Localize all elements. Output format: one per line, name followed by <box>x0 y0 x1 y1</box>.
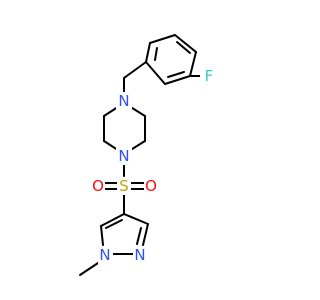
bond-aromatic-c6-c1 <box>145 61 166 85</box>
bond-pyrazole-inner-1 <box>105 219 123 229</box>
bond-pyrazole-n2-c3 <box>142 223 149 246</box>
sulfonyl-o-right-label-bg <box>144 177 158 195</box>
bond-aromatic-c2-c3 <box>149 34 176 44</box>
bond-ring-ch2 <box>123 61 147 79</box>
bond-aromatic-inner-1 <box>154 47 158 61</box>
bond-pyrazole-c5-n1 <box>100 225 104 246</box>
bond-aromatic-inner-3 <box>167 71 185 78</box>
bond-aromatic-c1-c2 <box>145 42 151 63</box>
pyrazole-n-imine-label-bg <box>133 246 148 264</box>
bond-aromatic-inner-2 <box>176 41 191 54</box>
fluorine-atom-label: F <box>205 67 214 85</box>
bond-pyrazole-c3-c4 <box>123 213 149 225</box>
sulfonyl-o-left-label-bg <box>91 177 105 195</box>
sulfur-label-bg <box>117 177 131 195</box>
piperazine-n-bottom-atom-label: N <box>118 147 129 165</box>
sulfur-atom-label: S <box>119 177 129 195</box>
bond-aromatic-c3-c4 <box>174 34 197 53</box>
bond-n-methyl <box>79 260 102 276</box>
pyrazole-n-methyl-label-bg <box>98 246 113 264</box>
pyrazole-n-imine-atom-label: N <box>134 246 145 264</box>
molecule-structure-diagram: F N N S O O N N <box>79 34 216 276</box>
bond-pyrazole-c4-c5 <box>100 213 125 227</box>
bond-aromatic-c5-c6 <box>164 75 191 85</box>
bond-aromatic-c4-c5 <box>189 51 197 77</box>
piperazine-n-top-atom-label: N <box>118 92 129 110</box>
bond-pyrazole-inner-2 <box>136 227 142 245</box>
sulfonyl-o-left-atom-label: O <box>92 177 104 195</box>
pyrazole-n-methyl-atom-label: N <box>99 246 110 264</box>
piperazine-n-bottom-label-bg <box>116 147 132 165</box>
sulfonyl-o-right-atom-label: O <box>145 177 157 195</box>
atom-label-layer: F N N S O O N N <box>91 67 216 264</box>
bond-layer <box>79 34 204 276</box>
piperazine-n-top-label-bg <box>116 92 132 110</box>
fluorine-label-bg <box>200 68 216 84</box>
